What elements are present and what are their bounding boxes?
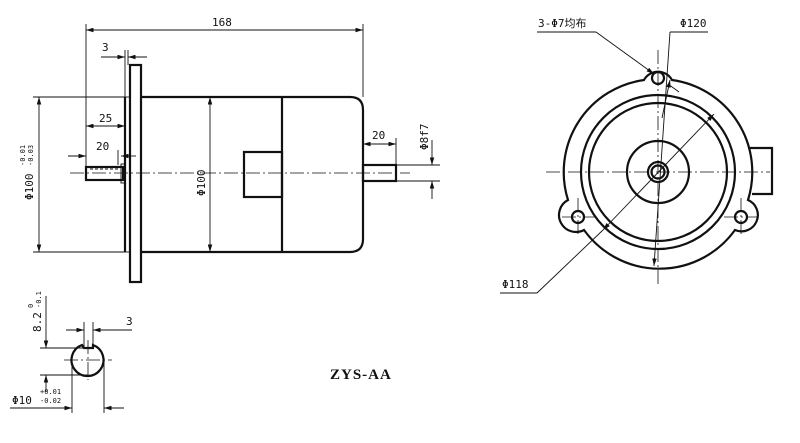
section-tol-lower: -0.02 [40,397,61,405]
section-tol-upper: +0.01 [40,388,61,396]
terminal-box [242,150,284,199]
end-view: Φ120 3-Φ7均布 Φ118 [500,17,774,294]
pilot-tol-upper: -0.01 [19,145,27,166]
shaft-cross-section [70,343,105,378]
left-shaft [84,165,125,182]
motor-body [141,95,365,254]
side-boss [748,146,774,196]
section-shaft-diameter-label: Φ10 [12,394,32,407]
body-diameter-label: Φ100 [195,170,208,197]
mounting-holes-label: 3-Φ7均布 [538,17,587,30]
shaft-diameter-label: Φ8f7 [418,124,431,151]
flange-thickness-label: 3 [102,41,109,54]
flange-diameter-label: Φ118 [502,278,529,291]
flange-offset-label: 25 [99,112,112,125]
end-flange-outline [557,70,759,270]
right-shaft [361,163,398,183]
flat-tol-lower: -0.1 [35,291,43,308]
right-shaft-length-label: 20 [372,129,385,142]
bolt-circle-label: Φ120 [680,17,707,30]
pilot-tol-lower: -0.03 [27,145,35,166]
model-label: ZYS-AA [330,367,392,383]
flat-depth-label: 8.2 [31,312,44,332]
pilot-diameter-label: Φ100 [23,174,36,201]
overall-length-label: 168 [212,16,232,29]
front-view: 168 3 25 20 Φ100 -0.01 -0.03 Φ100 [19,16,440,284]
pilot-diameter-dim: Φ100 -0.01 -0.03 [19,145,36,200]
shaft-section: 3 8.2 0 -0.1 Φ10 +0.01 -0.02 [10,291,133,413]
mounting-flange [128,63,143,284]
left-shaft-collar [120,163,126,184]
flat-tol-upper: 0 [27,304,35,308]
left-shaft-length-label: 20 [96,140,109,153]
key-width-label: 3 [126,315,133,328]
